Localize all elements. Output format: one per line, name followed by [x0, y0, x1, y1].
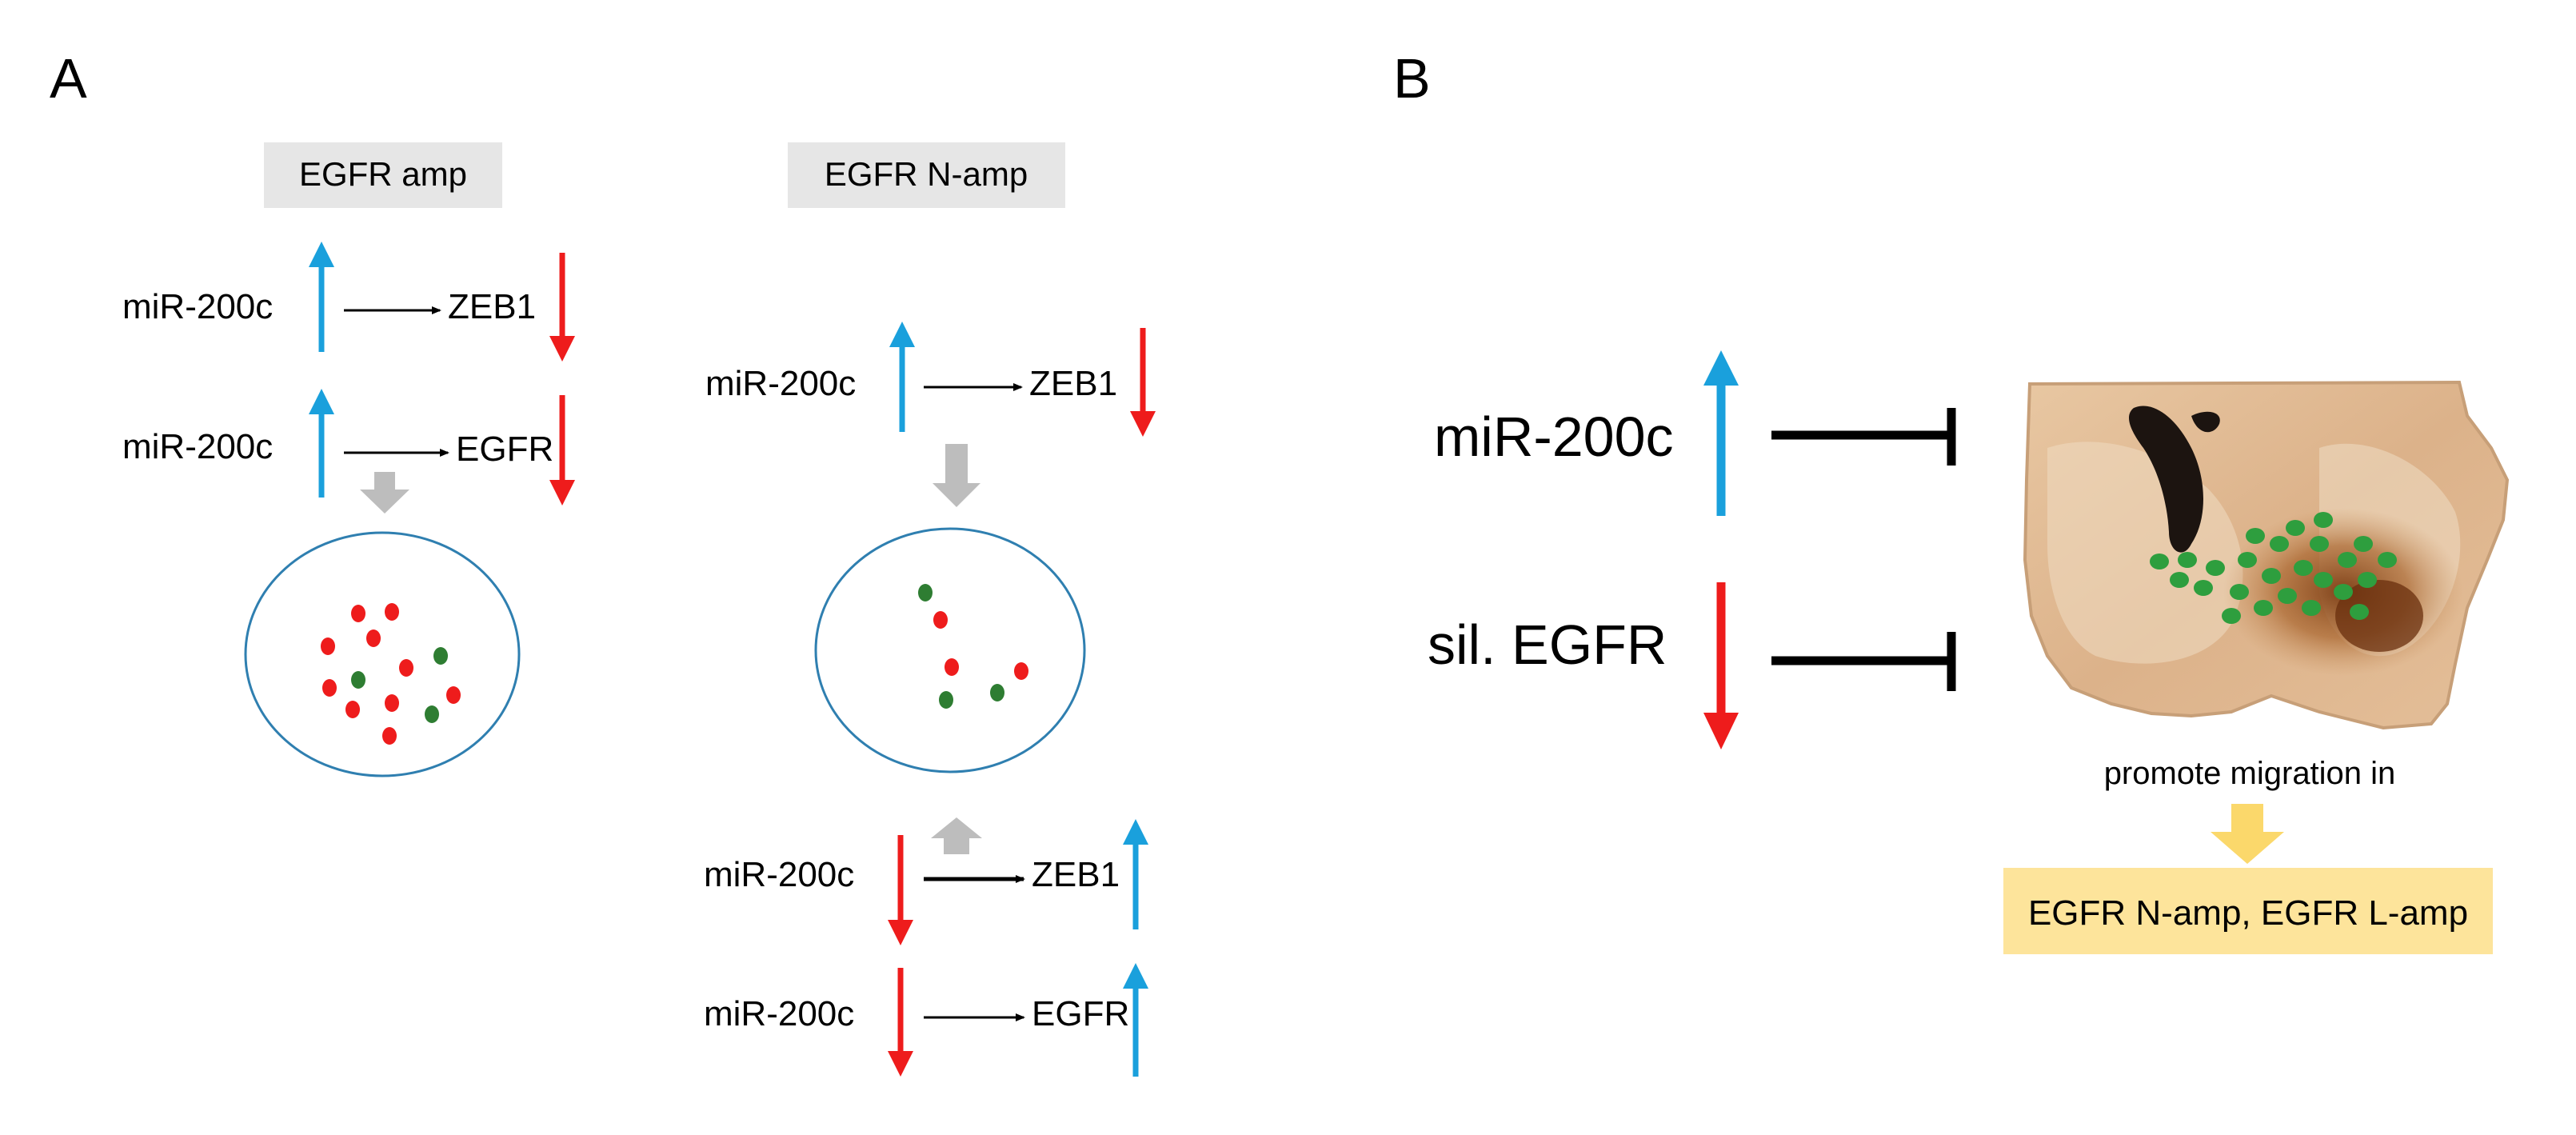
green-cell: [2310, 536, 2329, 552]
namp-bottom1-source: miR-200c: [704, 855, 854, 894]
green-cell: [2378, 552, 2397, 568]
panel-b-mir-label: miR-200c: [1434, 406, 1674, 468]
green-cell: [2150, 554, 2169, 569]
red-cell: [322, 679, 337, 697]
inhibition-bar-icon: [1771, 408, 1956, 466]
inhibition-bar-icon: [1771, 632, 1956, 691]
red-cell: [945, 658, 959, 676]
green-cell: [351, 671, 365, 689]
green-cell: [2314, 512, 2333, 528]
amp-cells: [321, 603, 461, 745]
red-cell: [385, 603, 399, 621]
red-cell: [446, 686, 461, 704]
result-box-label: EGFR N-amp, EGFR L-amp: [2028, 893, 2468, 933]
migrating-cells: [2150, 512, 2397, 624]
red-cell: [366, 629, 381, 647]
amp-cell-circle: [244, 531, 521, 777]
down-arrow-icon: [1703, 582, 1739, 749]
yellow-down-arrow-icon: [2211, 804, 2284, 864]
red-cell: [399, 659, 413, 677]
red-cell: [345, 701, 360, 718]
red-cell: [385, 694, 399, 712]
red-cell: [1014, 662, 1028, 680]
namp-cell-circle: [814, 527, 1086, 773]
green-cell: [2358, 572, 2377, 588]
green-cell: [2222, 608, 2241, 624]
amp-row2-source: miR-200c: [122, 427, 273, 466]
green-cell: [2254, 600, 2273, 616]
panel-b-sil-row: sil. EGFR: [1428, 582, 1956, 749]
green-cell: [2170, 572, 2189, 588]
green-cell: [433, 647, 448, 665]
green-cell: [2314, 572, 2333, 588]
gray-down-arrow-icon: [933, 444, 980, 507]
green-cell: [2350, 604, 2369, 620]
brain-tissue-image: [2023, 380, 2510, 730]
up-arrow-icon: [1123, 963, 1148, 1077]
down-arrow-icon: [549, 253, 575, 362]
namp-bottom-row-egfr: miR-200c EGFR: [704, 963, 1148, 1077]
green-cell: [2230, 584, 2249, 600]
green-cell: [2246, 528, 2265, 544]
red-cell: [351, 605, 365, 622]
gray-down-arrow-icon: [360, 472, 409, 514]
red-cell: [321, 637, 335, 655]
red-cell: [933, 611, 948, 629]
green-cell: [2286, 520, 2305, 536]
namp-top-target: ZEB1: [1029, 364, 1117, 403]
namp-cells: [918, 584, 1028, 709]
amp-row2-target: EGFR: [456, 430, 553, 469]
up-arrow-icon: [889, 322, 915, 432]
panel-b-mir-row: miR-200c: [1434, 350, 1956, 516]
down-arrow-icon: [1130, 328, 1156, 437]
down-arrow-icon: [549, 395, 575, 506]
green-cell: [2354, 536, 2373, 552]
namp-bottom2-target: EGFR: [1032, 994, 1129, 1033]
red-cell: [382, 727, 397, 745]
migration-caption: promote migration in: [2104, 756, 2396, 791]
green-cell: [2262, 568, 2281, 584]
green-cell: [918, 584, 933, 601]
green-cell: [2270, 536, 2289, 552]
green-cell: [2206, 560, 2225, 576]
green-cell: [2338, 552, 2357, 568]
panel-b-sil-label: sil. EGFR: [1428, 613, 1667, 676]
gray-up-arrow-icon: [931, 817, 982, 854]
green-cell: [2178, 552, 2197, 568]
up-arrow-icon: [1123, 819, 1148, 929]
result-box-bg: [2003, 868, 2493, 954]
namp-header: EGFR N-amp: [788, 142, 1065, 208]
amp-header-label: EGFR amp: [299, 155, 467, 193]
green-cell: [2294, 560, 2313, 576]
namp-header-bg: [788, 142, 1065, 208]
namp-top-source: miR-200c: [705, 364, 856, 403]
amp-row-zeb1: miR-200c ZEB1: [122, 242, 575, 362]
green-cell: [425, 705, 439, 723]
green-cell: [2238, 552, 2257, 568]
amp-header-bg: [264, 142, 502, 208]
amp-row1-target: ZEB1: [448, 287, 536, 326]
namp-bottom-row-zeb1: miR-200c ZEB1: [704, 819, 1148, 945]
up-arrow-icon: [309, 242, 334, 352]
down-arrow-icon: [888, 835, 913, 945]
up-arrow-icon: [1703, 350, 1739, 516]
down-arrow-icon: [888, 968, 913, 1077]
green-cell: [2334, 584, 2353, 600]
green-cell: [2194, 580, 2213, 596]
namp-bottom2-source: miR-200c: [704, 994, 854, 1033]
green-cell: [2278, 588, 2297, 604]
namp-top-row: miR-200c ZEB1: [705, 322, 1156, 437]
amp-row-egfr: miR-200c EGFR: [122, 389, 575, 506]
up-arrow-icon: [309, 389, 334, 498]
namp-header-label: EGFR N-amp: [825, 155, 1028, 193]
amp-header: EGFR amp: [264, 142, 502, 208]
green-cell: [990, 684, 1004, 701]
amp-row1-source: miR-200c: [122, 287, 273, 326]
panel-a-letter: A: [50, 47, 87, 110]
green-cell: [2302, 600, 2321, 616]
panel-b-letter: B: [1393, 47, 1431, 110]
green-cell: [939, 691, 953, 709]
namp-bottom1-target: ZEB1: [1032, 855, 1120, 894]
